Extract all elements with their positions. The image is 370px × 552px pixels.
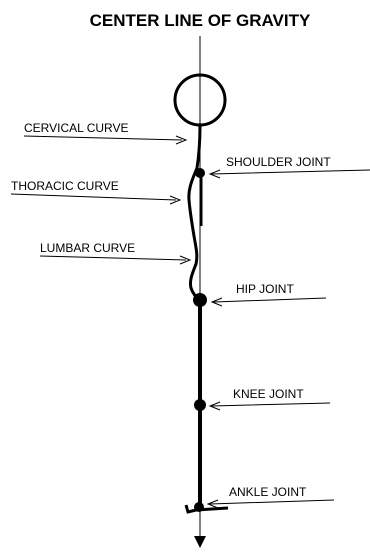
ankle-joint-label: ANKLE JOINT — [229, 485, 307, 499]
shoulder-joint-dot — [195, 168, 205, 178]
shoulder-joint-arrow — [210, 170, 370, 178]
thoracic-curve-arrow — [11, 194, 180, 204]
cervical-curve-arrow — [24, 136, 186, 144]
ankle-joint-dot — [194, 502, 204, 512]
thoracic-curve-label: THORACIC CURVE — [11, 179, 119, 193]
knee-joint-label: KNEE JOINT — [233, 387, 304, 401]
lumbar-curve-label: LUMBAR CURVE — [40, 241, 135, 255]
shoulder-joint-label: SHOULDER JOINT — [226, 155, 331, 169]
spine-curve — [189, 125, 200, 300]
cervical-curve-label: CERVICAL CURVE — [24, 121, 128, 135]
hip-joint-arrow — [212, 298, 326, 306]
knee-joint-arrow — [210, 402, 330, 410]
foot-shape — [186, 505, 228, 512]
diagram-title: CENTER LINE OF GRAVITY — [90, 11, 311, 30]
knee-joint-dot — [194, 399, 206, 411]
lumbar-curve-arrow — [40, 256, 190, 264]
hip-joint-label: HIP JOINT — [236, 282, 294, 296]
gravity-arrow-head — [194, 536, 206, 548]
hip-joint-dot — [193, 293, 207, 307]
